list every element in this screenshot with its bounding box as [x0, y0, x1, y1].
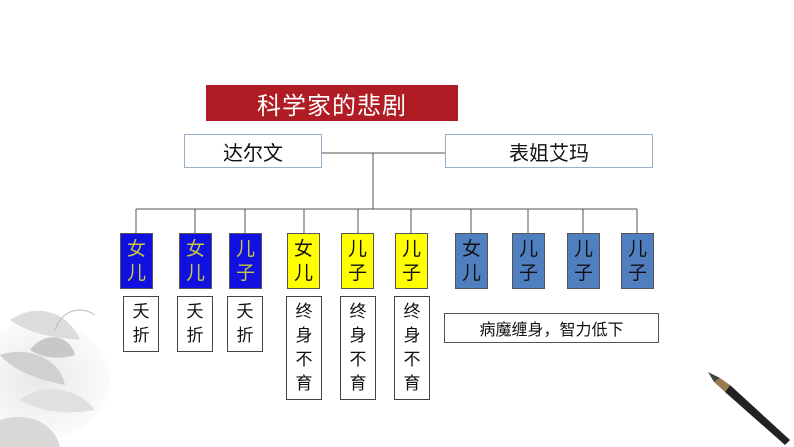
- child-char: 儿: [293, 262, 313, 284]
- child-son: 儿 子: [621, 233, 654, 289]
- status-infertile: 终 身 不 育: [340, 296, 376, 400]
- status-char: 折: [186, 326, 204, 346]
- child-char: 儿: [518, 238, 538, 260]
- status-died-young: 夭 折: [227, 296, 263, 352]
- diagram-title: 科学家的悲剧: [206, 85, 458, 121]
- child-char: 儿: [235, 238, 255, 260]
- child-char: 女: [461, 238, 481, 260]
- child-char: 女: [126, 238, 146, 260]
- status-char: 育: [295, 374, 313, 394]
- status-char: 折: [236, 326, 254, 346]
- child-daughter: 女 儿: [120, 233, 153, 289]
- status-char: 身: [295, 326, 313, 346]
- child-son: 儿 子: [567, 233, 600, 289]
- parent-darwin: 达尔文: [184, 134, 322, 168]
- child-char: 子: [401, 262, 421, 284]
- child-daughter: 女 儿: [287, 233, 320, 289]
- status-char: 夭: [186, 302, 204, 322]
- brush-decoration-icon: [708, 372, 790, 445]
- child-char: 子: [627, 262, 647, 284]
- status-char: 夭: [132, 302, 150, 322]
- child-char: 女: [293, 238, 313, 260]
- status-char: 终: [403, 302, 421, 322]
- status-char: 终: [349, 302, 367, 322]
- lotus-decoration-icon: [0, 309, 110, 447]
- child-char: 儿: [627, 238, 647, 260]
- status-died-young: 夭 折: [177, 296, 213, 352]
- child-char: 子: [347, 262, 367, 284]
- status-char: 身: [403, 326, 421, 346]
- child-daughter: 女 儿: [179, 233, 212, 289]
- status-died-young: 夭 折: [123, 296, 159, 352]
- status-char: 折: [132, 326, 150, 346]
- status-char: 育: [349, 374, 367, 394]
- status-infertile: 终 身 不 育: [286, 296, 322, 400]
- child-char: 子: [235, 262, 255, 284]
- child-char: 儿: [401, 238, 421, 260]
- status-char: 不: [403, 350, 421, 370]
- status-char: 育: [403, 374, 421, 394]
- status-char: 终: [295, 302, 313, 322]
- child-son: 儿 子: [395, 233, 428, 289]
- status-char: 身: [349, 326, 367, 346]
- status-infertile: 终 身 不 育: [394, 296, 430, 400]
- child-char: 女: [185, 238, 205, 260]
- child-char: 子: [573, 262, 593, 284]
- child-char: 子: [518, 262, 538, 284]
- child-char: 儿: [461, 262, 481, 284]
- status-char: 不: [295, 350, 313, 370]
- child-char: 儿: [126, 262, 146, 284]
- child-son: 儿 子: [341, 233, 374, 289]
- status-char: 夭: [236, 302, 254, 322]
- child-char: 儿: [573, 238, 593, 260]
- child-son: 儿 子: [512, 233, 545, 289]
- child-daughter: 女 儿: [455, 233, 488, 289]
- parent-emma: 表姐艾玛: [445, 134, 653, 168]
- child-char: 儿: [185, 262, 205, 284]
- child-son: 儿 子: [229, 233, 262, 289]
- status-char: 不: [349, 350, 367, 370]
- status-sick: 病魔缠身，智力低下: [444, 313, 659, 343]
- child-char: 儿: [347, 238, 367, 260]
